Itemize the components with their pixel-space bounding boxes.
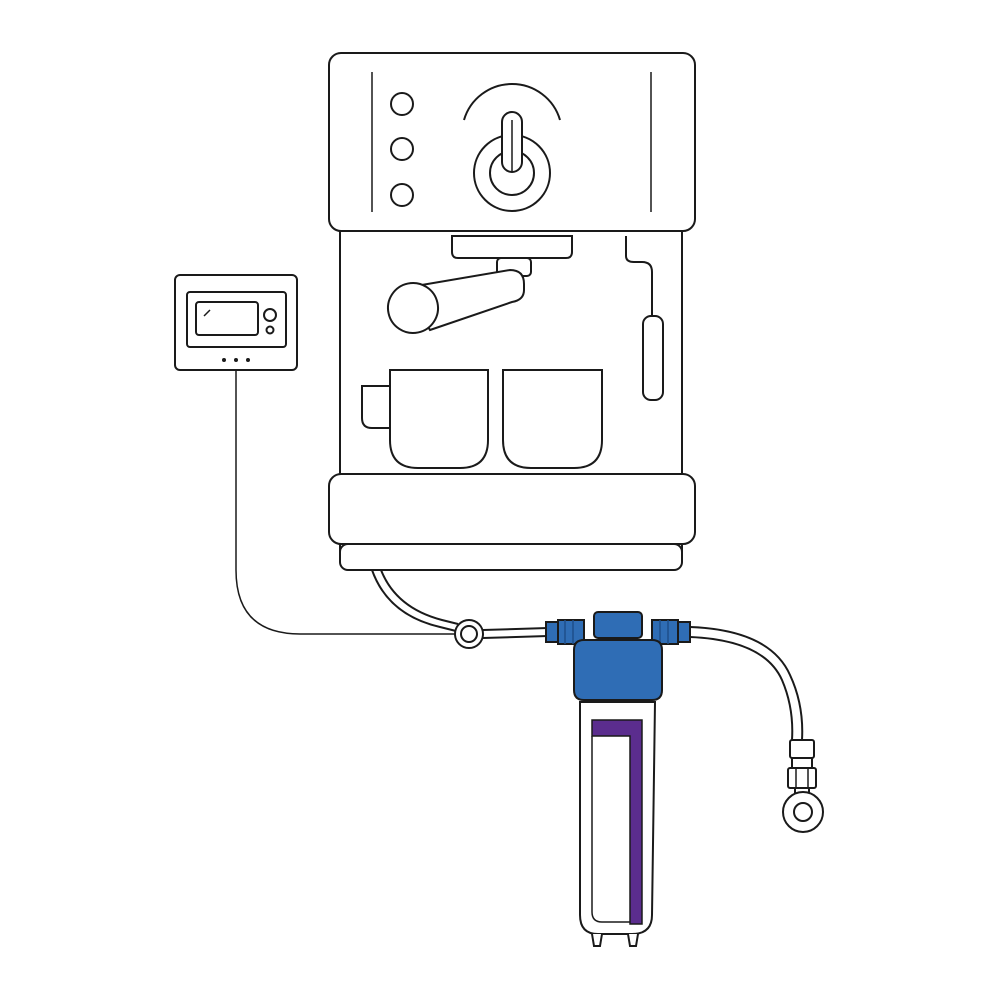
filter-foot-left [591,933,603,947]
espresso-machine [328,52,696,571]
screen-glare-icon [203,309,211,317]
monitor-screen [195,301,259,336]
indicator-dot-1 [222,358,226,362]
filter-cap [593,611,643,639]
button-3-icon [390,183,414,207]
inlet-hose-inner [689,636,794,741]
cartridge-label-outline [591,736,630,923]
inlet-hose-outer [689,626,804,741]
filter-outlet-pipe-top [482,627,549,631]
pressure-knob-icon [463,83,561,212]
flow-sensor [454,619,484,649]
monitor-cable [235,370,455,635]
monitor-button-icon [263,308,277,322]
filter-head [573,639,663,701]
button-1-icon [390,92,414,116]
monitor-led-icon [265,325,275,335]
filter-foot-right [627,933,639,947]
indicator-dot-3 [246,358,250,362]
left-fitting [545,621,559,643]
group-head [451,235,573,259]
drip-tray [328,473,696,545]
right-fitting [677,621,691,643]
filter-outlet-pipe-bottom [482,635,549,639]
flow-monitor [174,274,298,371]
cup-left-icon [361,369,489,469]
machine-supply-hose-outer [371,569,457,632]
portafilter-icon [387,257,532,334]
water-inlet-valve [782,739,824,833]
indicator-dot-2 [234,358,238,362]
machine-supply-hose-inner [380,569,459,625]
water-filter [545,611,691,947]
steam-wand-icon [625,236,664,401]
cup-right-icon [502,369,603,469]
machine-base [339,543,683,571]
right-nut [651,619,679,645]
button-2-icon [390,137,414,161]
